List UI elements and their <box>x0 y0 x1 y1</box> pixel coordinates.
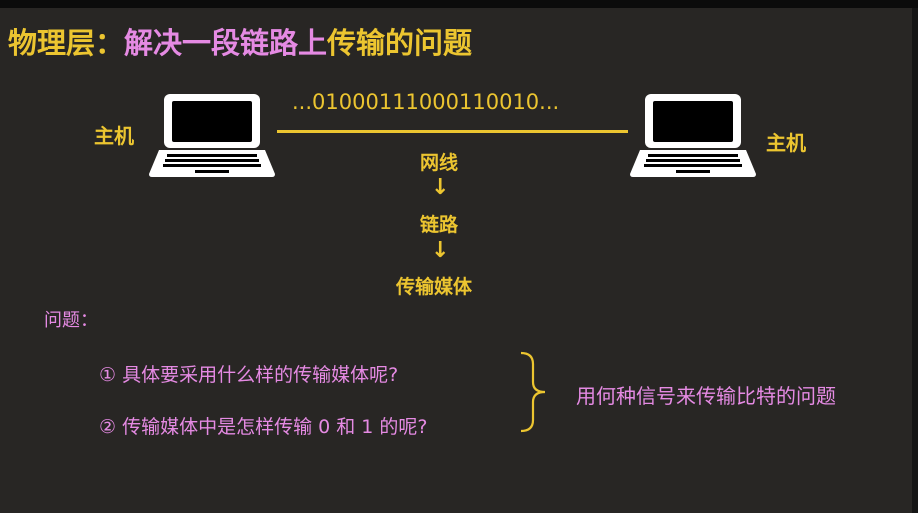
host-label-left: 主机 <box>94 124 134 148</box>
media-medium-label: 传输媒体 <box>396 276 473 298</box>
title-suffix: 传输的问题 <box>327 26 473 60</box>
title-highlight: 解决一段链路上 <box>124 26 328 60</box>
host-label-right: 主机 <box>766 131 806 155</box>
slide-background <box>0 8 918 513</box>
title-prefix: 物理层： <box>8 26 125 60</box>
laptop-icon <box>630 94 756 177</box>
down-arrow-icon: ↓ <box>431 238 450 263</box>
laptop-icon <box>149 94 275 177</box>
curly-brace-icon <box>520 351 546 433</box>
window-top-bar <box>0 0 918 8</box>
questions-summary: 用何种信号来传输比特的问题 <box>576 384 836 408</box>
link-line <box>277 130 628 133</box>
media-link-label: 链路 <box>420 214 459 236</box>
question-2: ② 传输媒体中是怎样传输 0 和 1 的呢? <box>99 416 428 438</box>
bitstream-label: ...01000111000110010... <box>292 90 560 114</box>
slide-title: 物理层：解决一段链路上传输的问题 <box>8 20 472 62</box>
questions-heading: 问题： <box>44 310 98 331</box>
window-edge <box>912 8 918 513</box>
question-1: ① 具体要采用什么样的传输媒体呢? <box>99 364 399 386</box>
down-arrow-icon: ↓ <box>431 175 450 200</box>
media-cable-label: 网线 <box>420 152 459 174</box>
